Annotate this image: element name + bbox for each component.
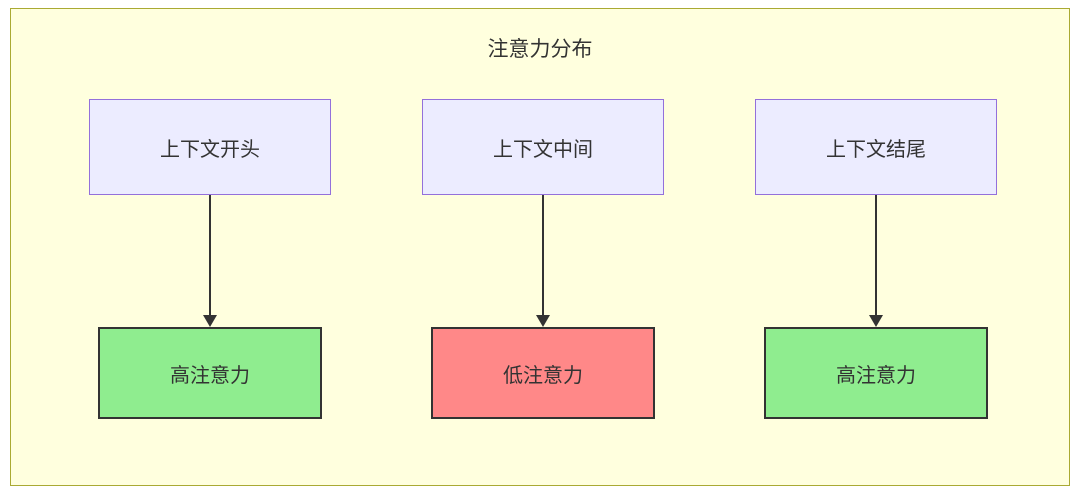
node-context-middle-label: 上下文中间 [493,138,593,161]
node-context-start-label: 上下文开头 [160,138,260,161]
diagram-canvas: 注意力分布 上下文开头 高注意力 上下文中间 低 [10,8,1070,486]
arrow-line [875,195,877,315]
node-low-attention-label: 低注意力 [503,364,583,387]
arrow-head [869,315,883,327]
diagram-row: 上下文开头 高注意力 上下文中间 低注意力 [11,63,1069,419]
diagram-title: 注意力分布 [487,38,593,61]
node-context-end: 上下文结尾 [755,99,997,195]
arrow-down-icon [536,195,550,327]
node-context-start: 上下文开头 [89,99,331,195]
arrow-head [203,315,217,327]
node-context-middle: 上下文中间 [422,99,664,195]
arrow-line [209,195,211,315]
arrow-head [536,315,550,327]
node-high-attention-1: 高注意力 [98,327,322,419]
arrow-down-icon [869,195,883,327]
node-low-attention: 低注意力 [431,327,655,419]
flow-column-middle: 上下文中间 低注意力 [422,99,664,419]
flow-column-start: 上下文开头 高注意力 [89,99,331,419]
arrow-down-icon [203,195,217,327]
node-context-end-label: 上下文结尾 [826,138,926,161]
node-high-attention-2-label: 高注意力 [836,364,916,387]
node-high-attention-1-label: 高注意力 [170,364,250,387]
flow-column-end: 上下文结尾 高注意力 [755,99,997,419]
arrow-line [542,195,544,315]
node-high-attention-2: 高注意力 [764,327,988,419]
